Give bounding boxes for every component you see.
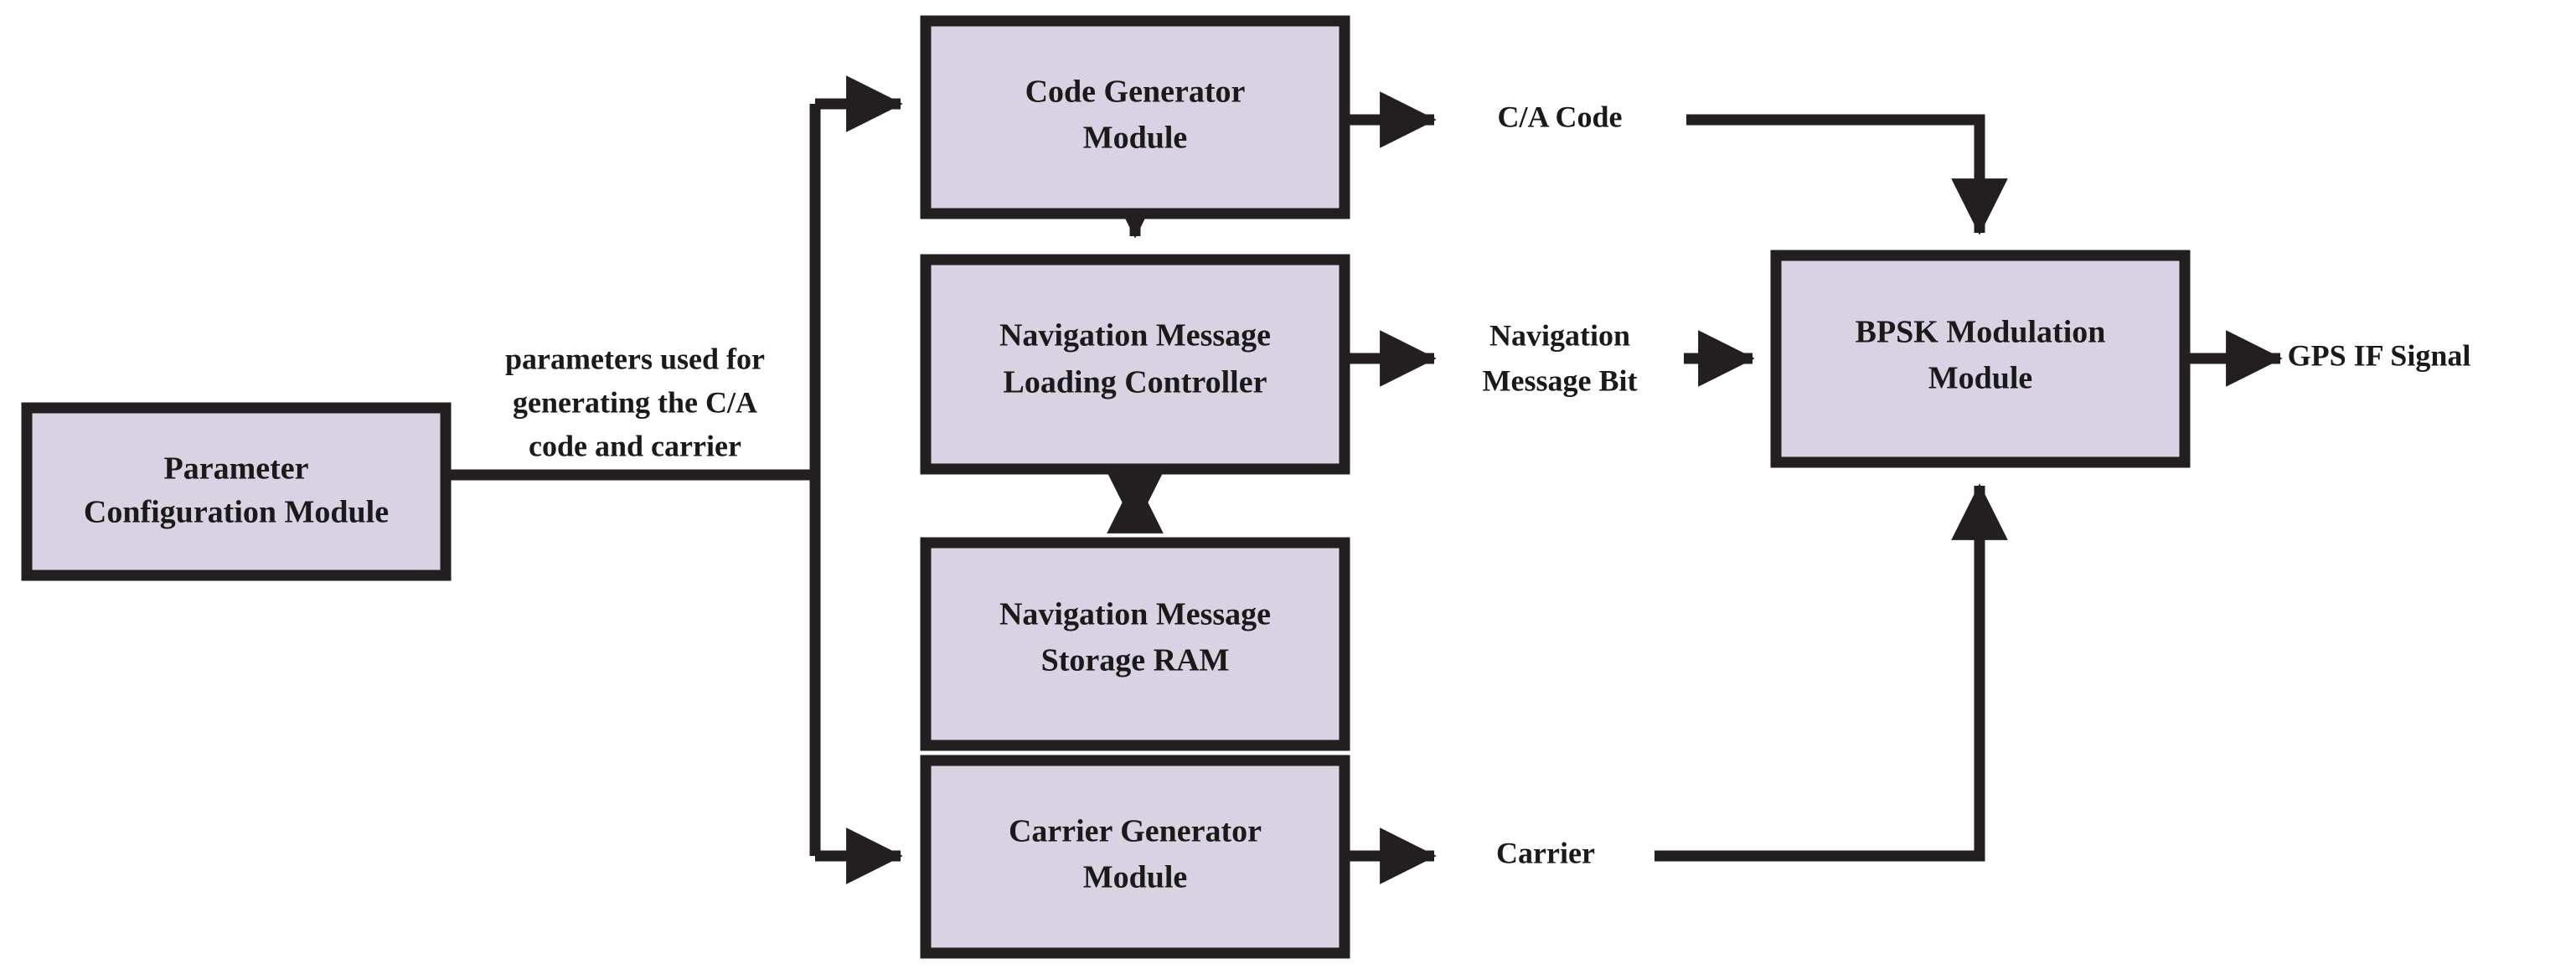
block-label-line-2: Module xyxy=(1083,860,1188,895)
connector-carrier-to-bpsk xyxy=(1655,483,2008,862)
block-bpsk-modulation-module[interactable]: BPSK Modulation Module xyxy=(1770,250,2191,468)
label-carrier: Carrier xyxy=(1496,836,1595,869)
block-shape xyxy=(920,537,1350,751)
connector-layer xyxy=(446,75,2283,884)
block-label-line-2: Loading Controller xyxy=(1004,365,1267,400)
block-code-generator-module[interactable]: Code Generator Module xyxy=(920,15,1350,219)
block-navigation-message-loading-controller[interactable]: Navigation Message Loading Controller xyxy=(920,254,1350,475)
label-parameters-note: parameters used for generating the C/A c… xyxy=(505,342,765,462)
block-label-line-2: Module xyxy=(1083,121,1188,156)
block-label-line-1: Carrier Generator xyxy=(1009,814,1262,849)
block-label-line-2: Module xyxy=(1928,361,2033,396)
block-shape xyxy=(920,755,1350,959)
block-navigation-message-storage-ram[interactable]: Navigation Message Storage RAM xyxy=(920,537,1350,751)
block-shape xyxy=(1770,250,2191,468)
label-navigation-message-bit: Navigation Message Bit xyxy=(1483,318,1638,397)
gps-if-signal-label-text: GPS IF Signal xyxy=(2288,338,2471,372)
block-carrier-generator-module[interactable]: Carrier Generator Module xyxy=(920,755,1350,959)
block-label-line-1: Navigation Message xyxy=(999,318,1271,353)
block-label-line-1: Code Generator xyxy=(1025,75,1246,110)
block-label-line-1: BPSK Modulation xyxy=(1856,315,2106,350)
block-shape xyxy=(21,402,452,581)
label-ca-code: C/A Code xyxy=(1497,100,1622,133)
connector-ca-code-to-bpsk xyxy=(1686,114,2008,235)
navigation-message-bit-line-2: Message Bit xyxy=(1483,363,1638,397)
block-shape xyxy=(920,15,1350,219)
label-gps-if-signal: GPS IF Signal xyxy=(2288,338,2471,372)
block-shape xyxy=(920,254,1350,475)
block-parameter-configuration-module[interactable]: Parameter Configuration Module xyxy=(21,402,452,581)
ca-code-label-text: C/A Code xyxy=(1497,100,1622,133)
block-label-line-1: Navigation Message xyxy=(999,597,1271,632)
parameters-note-line-1: parameters used for xyxy=(505,342,765,375)
block-label-line-2: Configuration Module xyxy=(84,495,389,530)
navigation-message-bit-line-1: Navigation xyxy=(1489,318,1630,352)
parameters-note-line-3: code and carrier xyxy=(529,429,741,462)
block-label-line-1: Parameter xyxy=(164,451,309,487)
parameters-note-line-2: generating the C/A xyxy=(513,385,757,419)
carrier-label-text: Carrier xyxy=(1496,836,1595,869)
block-label-line-2: Storage RAM xyxy=(1041,643,1230,678)
